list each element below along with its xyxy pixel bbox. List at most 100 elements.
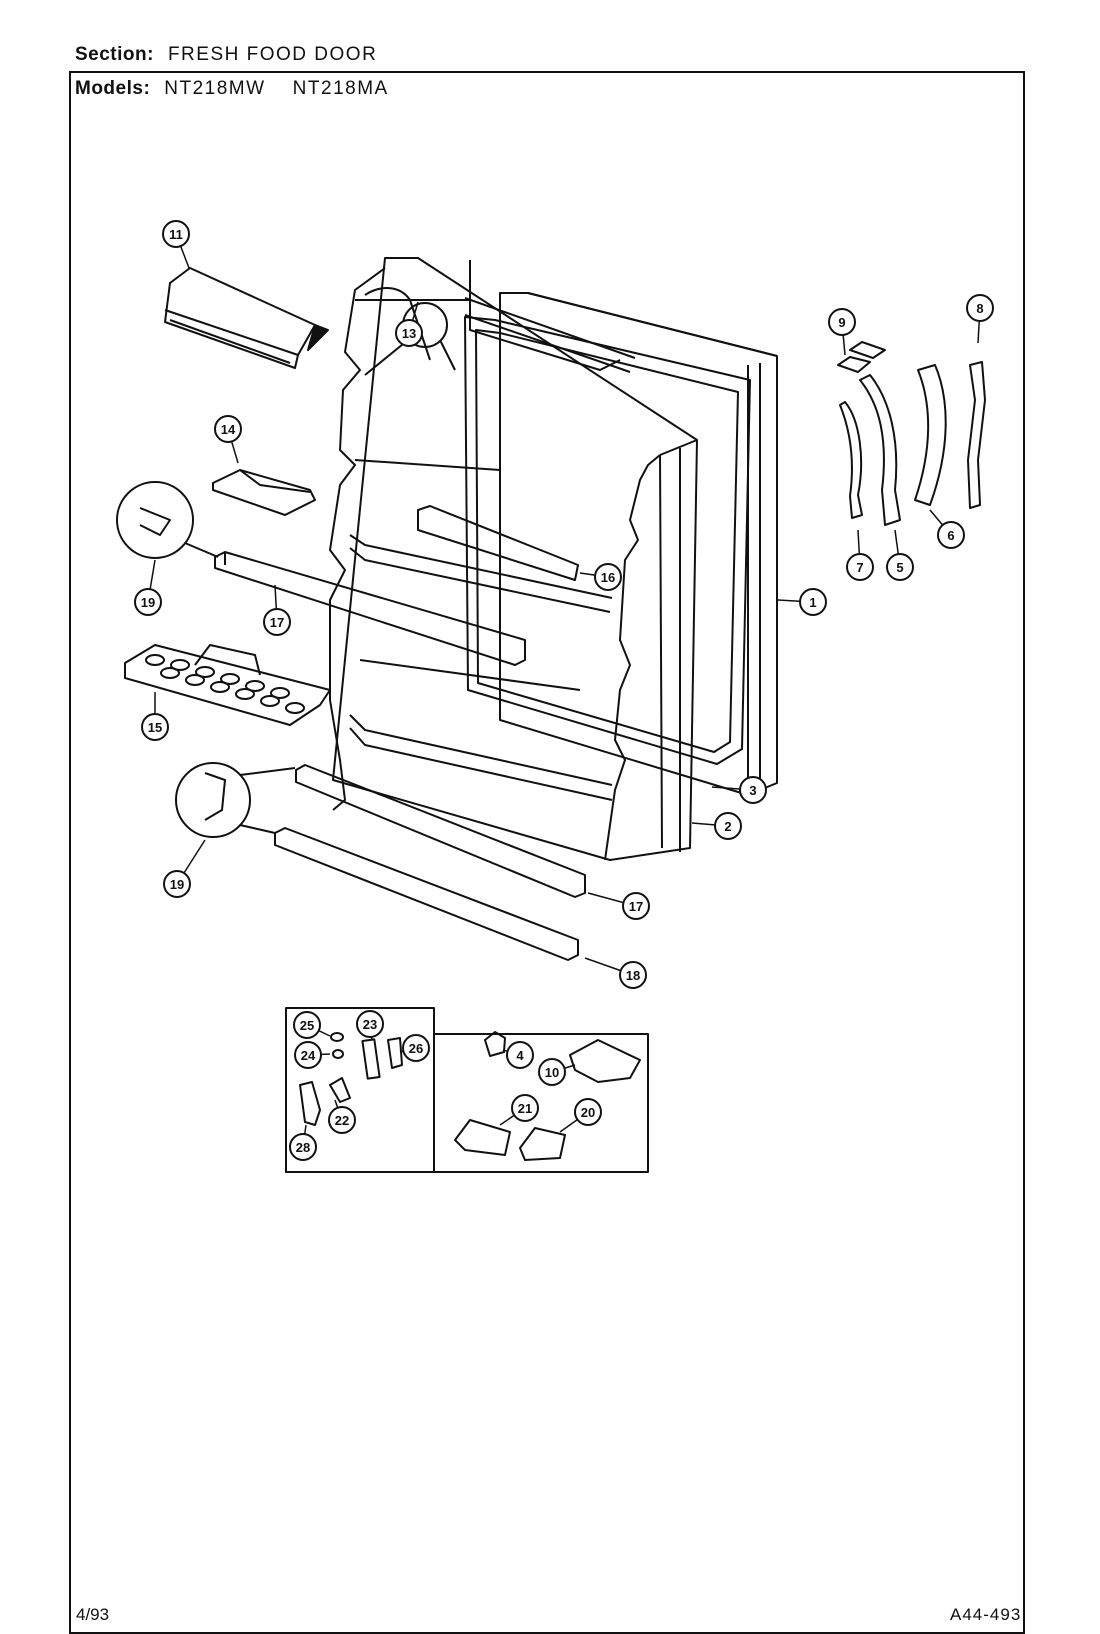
callout-c6: 6 [929,509,965,549]
callout-circle [739,776,767,804]
callout-circle [538,1058,566,1086]
liner-right-profile [604,454,661,861]
footer-date: 4/93 [76,1605,110,1624]
callout-number: 25 [300,1018,314,1033]
callout-circle [966,294,994,322]
callout-c13: 13 [395,301,423,347]
callout-circle [799,588,827,616]
callout-c17b: 17 [587,892,650,920]
callout-number: 17 [629,899,643,914]
callout-c11: 11 [162,220,190,269]
callout-circle [289,1133,317,1161]
callout-circle [886,553,914,581]
callout-circle [293,1011,321,1039]
callout-c19a: 19 [134,559,162,616]
callout-circle [134,588,162,616]
exploded-parts-diagram: 1113141917161519171823198756252423262228… [116,220,994,1173]
callout-number: 2 [724,819,731,834]
callout-c19b: 19 [163,839,206,898]
callout-number: 6 [947,528,954,543]
callout-circle [328,1106,356,1134]
hardware-inset-frame [285,1007,649,1173]
callout-number: 9 [838,315,845,330]
callout-c3: 3 [711,776,767,804]
callout-c25: 25 [293,1011,331,1039]
callout-number: 10 [545,1065,559,1080]
part-6-trim [914,364,947,506]
callout-circle [214,415,242,443]
callout-c28: 28 [289,1124,317,1161]
section-label: Section: [75,44,154,65]
callout-c16: 16 [579,563,622,591]
callout-c10: 10 [538,1058,576,1086]
callout-number: 28 [296,1140,310,1155]
callout-c21: 21 [499,1094,539,1126]
callout-c17a: 17 [263,584,291,636]
callout-number: 26 [409,1041,423,1056]
hardware-parts [299,1031,641,1161]
models-title: Models:NT218MW NT218MA [75,78,389,100]
callout-circle [141,713,169,741]
footer-code: A44-493 [950,1605,1022,1624]
callout-number: 14 [221,422,236,437]
callout-circle [263,608,291,636]
callout-c15: 15 [141,692,169,741]
callout-circle [511,1094,539,1122]
callout-c1: 1 [777,588,827,616]
part-15-egg-tray [124,644,331,726]
part-5-hinge-bracket [859,374,901,526]
callout-circle [574,1098,602,1126]
callout-number: 15 [148,720,162,735]
door-gasket [464,316,751,765]
part-14-butter-shelf [212,469,316,516]
callout-circle [828,308,856,336]
callout-circle [356,1010,384,1038]
callout-number: 11 [169,227,183,242]
dairy-compartment [364,287,621,371]
callout-number: 16 [601,570,615,585]
callout-circle [714,812,742,840]
callout-c8: 8 [966,294,994,344]
callout-c5: 5 [886,529,914,581]
callout-c24: 24 [294,1041,331,1069]
callout-number: 19 [170,877,184,892]
callout-number: 7 [856,560,863,575]
callout-c14: 14 [214,415,242,464]
callout-number: 20 [581,1105,595,1120]
callout-circle [162,220,190,248]
callout-number: 18 [626,968,640,983]
callout-c2: 2 [691,812,742,840]
section-title: Section: FRESH FOOD DOOR [75,44,377,66]
callout-circle [294,1041,322,1069]
part-17-upper-rail [214,505,579,666]
part-8-handle-strip [967,361,986,509]
callout-circle [395,319,423,347]
callout-c9: 9 [828,308,856,356]
callout-number: 22 [335,1113,349,1128]
callout-number: 23 [363,1017,377,1032]
callout-c20: 20 [559,1098,602,1133]
part-18-bottom-rail [274,827,579,961]
callout-number: 24 [301,1048,316,1063]
part-11-top-cover [164,267,329,369]
callout-number: 5 [896,560,903,575]
callout-circle [619,961,647,989]
callout-number: 21 [518,1101,532,1116]
callout-circle [163,870,191,898]
door-liner [332,257,698,861]
callout-circle [594,563,622,591]
callout-circle [846,553,874,581]
callout-number: 1 [809,595,816,610]
part-19-detail-upper [116,481,219,559]
liner-left-profile [329,267,386,811]
callout-number: 19 [141,595,155,610]
callout-number: 17 [270,615,284,630]
callout-number: 3 [749,783,756,798]
callout-c22: 22 [328,1099,356,1134]
liner-shelves [349,260,636,801]
section-value: FRESH FOOD DOOR [167,44,378,65]
callout-c7: 7 [846,529,874,581]
part-7-hinge-arm [839,401,863,519]
models-value: NT218MW NT218MA [164,78,389,99]
